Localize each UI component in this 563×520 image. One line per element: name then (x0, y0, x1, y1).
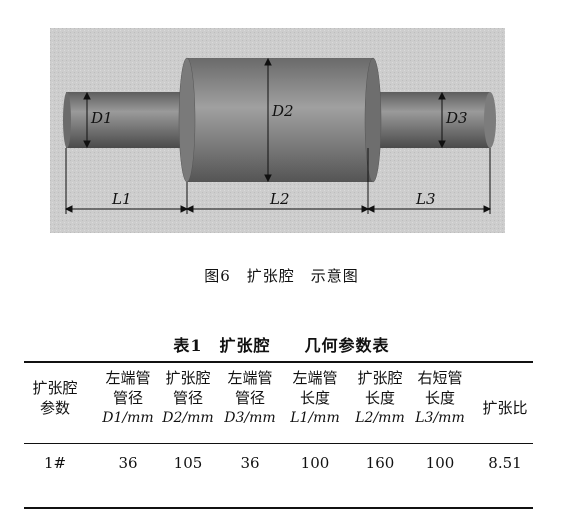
label-d2: D2 (271, 102, 294, 120)
header-line1: 扩张比 (482, 399, 528, 417)
header-line1: 左端管 (227, 369, 273, 387)
label-l1: L1 (111, 190, 132, 208)
table-header-cell: 扩张腔长度 L2/mm (346, 368, 414, 428)
header-line2: 管径 (172, 389, 203, 407)
right-pipe-end (484, 92, 496, 148)
header-unit: L1/mm (290, 410, 340, 426)
table-cell: 100 (425, 454, 455, 472)
table-cell: 105 (173, 454, 203, 472)
table-header-cell: 右短管长度 L3/mm (406, 368, 474, 428)
header-line1: 扩张腔 (165, 369, 211, 387)
table-header-cell: 左端管长度 L1/mm (281, 368, 349, 428)
label-l2: L2 (269, 190, 290, 208)
header-line2: 长度 (299, 389, 330, 407)
left-pipe (66, 92, 191, 148)
header-line2: 管径 (234, 389, 265, 407)
header-unit: L3/mm (415, 410, 465, 426)
header-unit: D2/mm (162, 410, 214, 426)
header-line2: 参数 (39, 399, 70, 417)
table-header-cell: 扩张腔管径 D2/mm (154, 368, 222, 428)
header-line1: 左端管 (292, 369, 338, 387)
table-header-cell: 左端管管径 D3/mm (216, 368, 284, 428)
table-header-rule (24, 443, 533, 444)
header-line1: 扩张腔 (32, 379, 78, 397)
left-pipe-end (63, 92, 71, 148)
table-cell: 100 (300, 454, 330, 472)
header-line1: 右短管 (417, 369, 463, 387)
table-cell: 1# (43, 454, 67, 472)
header-line2: 长度 (424, 389, 455, 407)
chamber-body (187, 58, 373, 182)
header-line2: 长度 (364, 389, 395, 407)
right-pipe (368, 92, 490, 148)
table-header-cell: 扩张腔参数 (21, 378, 89, 418)
header-line1: 扩张腔 (357, 369, 403, 387)
label-d3: D3 (445, 109, 468, 127)
table-cell: 36 (118, 454, 138, 472)
header-unit: L2/mm (355, 410, 405, 426)
label-l3: L3 (415, 190, 436, 208)
header-unit: D1/mm (102, 410, 154, 426)
table-cell: 160 (365, 454, 395, 472)
chamber-left-face (178, 57, 196, 183)
table-title: 表1 扩张腔 几何参数表 (173, 336, 390, 355)
table-cell: 36 (240, 454, 260, 472)
expansion-chamber-diagram: D1 D2 D3 L1 L2 L3 (50, 28, 505, 233)
table-header-cell: 扩张比 (471, 398, 539, 418)
header-line1: 左端管 (105, 369, 151, 387)
table-header-cell: 左端管管径 D1/mm (94, 368, 162, 428)
table-cell: 8.51 (488, 454, 522, 472)
header-line2: 管径 (112, 389, 143, 407)
figure-caption: 图6 扩张腔 示意图 (204, 267, 359, 285)
table-top-rule (24, 361, 533, 363)
label-d1: D1 (90, 109, 113, 127)
dimension-lines (64, 57, 492, 214)
chamber-right-face (364, 57, 382, 183)
header-unit: D3/mm (224, 410, 276, 426)
table-bottom-rule (24, 507, 533, 509)
